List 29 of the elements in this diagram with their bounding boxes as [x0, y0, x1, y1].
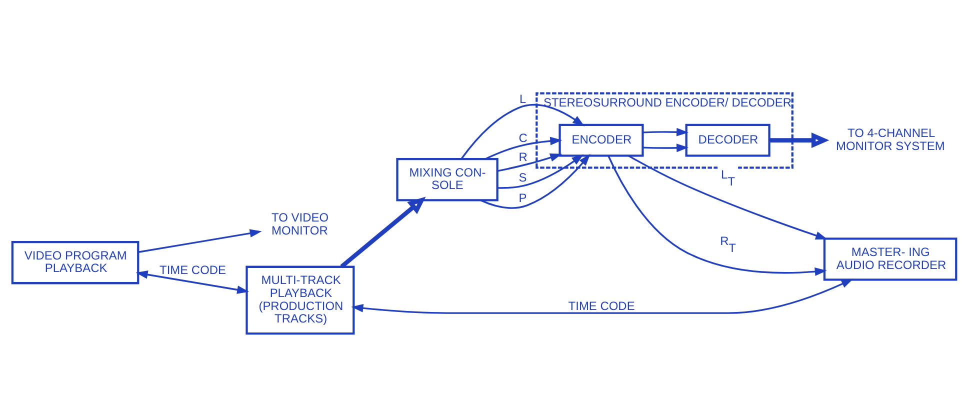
- arrow: [498, 154, 584, 188]
- node-box: VIDEO PROGRAM PLAYBACK: [11, 240, 140, 284]
- arrow: [136, 270, 250, 294]
- edge-label: S: [518, 170, 527, 184]
- node-box: MULTI-TRACK PLAYBACK (PRODUCTION TRACKS): [246, 265, 355, 334]
- edge-label: TIME CODE: [160, 262, 226, 276]
- edge-label: L: [520, 91, 526, 106]
- node-box: MIXING CON- SOLE: [396, 158, 498, 201]
- node-box: MASTER- ING AUDIO RECORDER: [823, 237, 958, 280]
- arrow: [340, 196, 426, 268]
- node-text: TO 4-CHANNEL MONITOR SYSTEM: [836, 126, 945, 152]
- node-box: DECODER: [685, 123, 770, 156]
- arrow: [484, 136, 562, 160]
- arrow: [480, 153, 590, 208]
- edge-label: TIME CODE: [568, 298, 635, 312]
- edge-label: P: [518, 190, 527, 205]
- arrow: [608, 154, 827, 276]
- arrow: [460, 104, 585, 159]
- arrow: [642, 143, 689, 152]
- arrow: [628, 154, 828, 240]
- edge-label: C: [518, 130, 528, 145]
- arrow: [498, 153, 562, 172]
- node-text: TO VIDEO MONITOR: [272, 210, 329, 238]
- edge-label: R: [518, 149, 528, 164]
- arrow: [138, 228, 262, 252]
- arrow: [351, 278, 854, 314]
- arrow: [642, 127, 689, 136]
- node-box: ENCODER: [558, 123, 644, 156]
- arrow: [770, 132, 830, 148]
